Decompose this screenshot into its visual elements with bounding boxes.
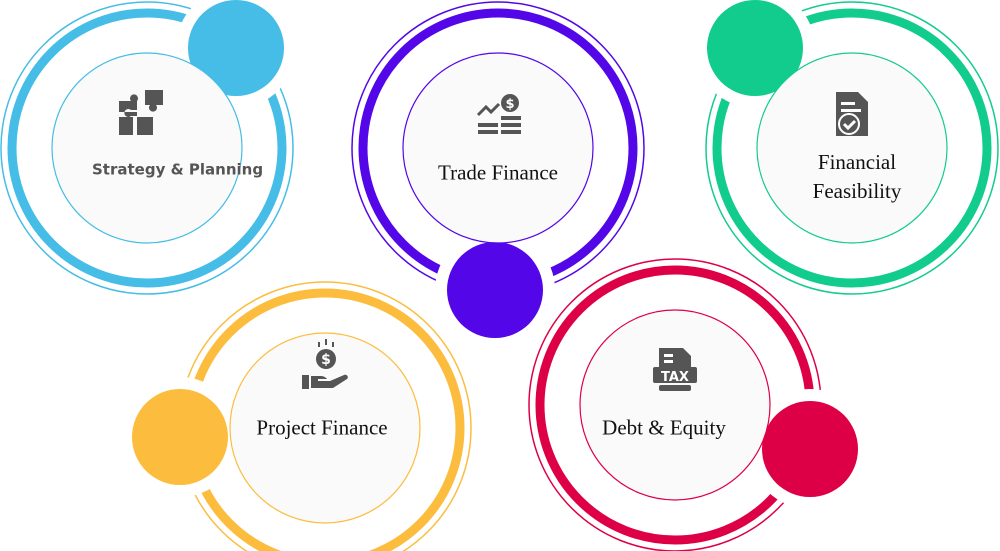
trade-finance-inner-circle	[402, 52, 594, 244]
strategy-planning-outer-thin-ring	[0, 1, 294, 295]
project-finance-label: Project Finance	[256, 415, 388, 440]
strategy-planning-label: Strategy & Planning	[92, 160, 264, 179]
financial-feasibility-outer-thin-ring	[705, 1, 999, 295]
trade-finance-label: Trade Finance	[438, 160, 558, 185]
coins-growth-icon: $	[476, 94, 521, 134]
svg-text:$: $	[505, 97, 514, 112]
project-finance-accent-circle	[132, 389, 228, 485]
financial-feasibility-label: Financial Feasibility	[812, 150, 902, 203]
approved-document-icon	[836, 92, 868, 136]
financial-feasibility-accent-circle	[707, 0, 803, 96]
tax-document-icon: TAX	[653, 348, 697, 391]
hand-money-icon: $	[302, 339, 348, 389]
svg-text:$: $	[321, 352, 331, 368]
trade-finance-accent-circle	[447, 242, 543, 338]
strategy-planning-inner-circle	[51, 52, 243, 244]
strategy-planning-thick-ring	[7, 8, 287, 288]
project-finance-inner-circle	[229, 332, 421, 524]
debt-equity-inner-circle	[579, 309, 771, 501]
strategy-planning-accent-circle	[188, 0, 284, 96]
debt-equity-label: Debt & Equity	[602, 415, 726, 440]
financial-feasibility-inner-circle	[756, 52, 948, 244]
svg-text:TAX: TAX	[661, 370, 689, 385]
puzzle-icon	[119, 90, 163, 135]
debt-equity-accent-circle	[762, 401, 858, 497]
financial-feasibility-thick-ring	[712, 8, 992, 288]
